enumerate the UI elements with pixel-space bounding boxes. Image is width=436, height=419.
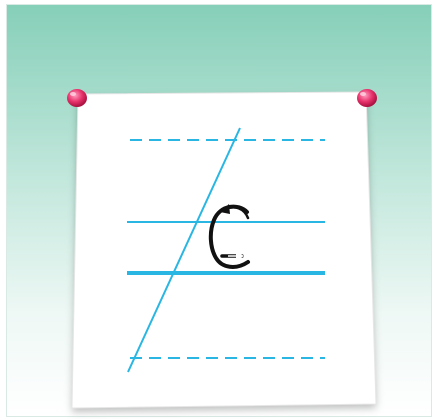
paper-sheet	[72, 92, 376, 408]
pin-right	[357, 89, 377, 107]
pin-left	[67, 89, 87, 107]
